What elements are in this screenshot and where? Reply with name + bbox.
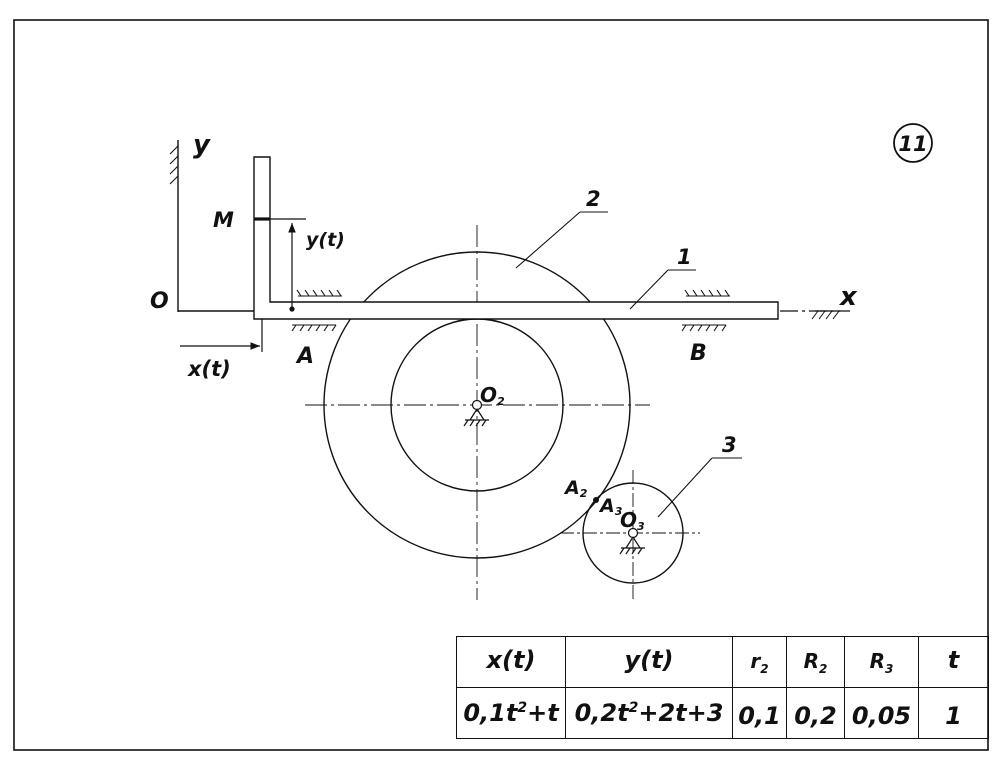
callout-1-label: 1: [677, 245, 692, 269]
point-m-label: M: [213, 208, 234, 232]
point-a-label: A: [295, 344, 314, 369]
point-b-label: B: [690, 341, 707, 366]
table-values-row: 0,1t2+t 0,2t2+2t+3 0,1 0,2 0,05 1: [456, 687, 989, 739]
gear-2-centerlines: [305, 225, 650, 600]
gear-2-outer-circle: [323, 251, 631, 559]
guide-a: [291, 289, 342, 332]
y-axis: [169, 140, 179, 312]
x-axis: [178, 310, 850, 320]
header-big-r2: R2: [786, 636, 845, 688]
y-axis-label: y: [193, 130, 211, 160]
data-table: x(t) y(t) r2 R2 R3 t 0,1t2+t 0,2t2+2t+3 …: [456, 636, 989, 739]
value-big-r2: 0,2: [786, 687, 845, 739]
point-a2-label: A2: [563, 477, 588, 500]
yt-dimension-label: y(t): [306, 229, 345, 251]
rack-reference-point: [289, 306, 295, 312]
pivot-o3: [619, 527, 645, 555]
xt-dimension-label: x(t): [187, 357, 231, 381]
point-a3-label: A3: [598, 495, 623, 518]
callout-3-leader: [657, 457, 742, 518]
callout-1-leader: [629, 269, 696, 310]
header-xt: x(t): [456, 636, 566, 688]
header-r2: r2: [732, 636, 787, 688]
origin-label: O: [150, 289, 169, 314]
guide-b: [681, 289, 730, 332]
problem-number: 11: [898, 132, 927, 156]
header-t: t: [918, 636, 989, 688]
problem-number-circle: [893, 123, 933, 163]
gear-3-circle: [582, 482, 684, 584]
sheet-frame: [13, 19, 989, 751]
x-axis-label: x: [838, 282, 858, 312]
header-yt: y(t): [565, 636, 733, 688]
point-o2-label: O2: [480, 383, 505, 408]
point-o3-label: O3: [620, 508, 645, 533]
callout-2-label: 2: [586, 187, 601, 211]
value-t: 1: [918, 687, 989, 739]
contact-point: [593, 497, 599, 503]
rack-1: [253, 156, 779, 320]
header-big-r3: R3: [844, 636, 919, 688]
value-yt: 0,2t2+2t+3: [565, 687, 733, 739]
callout-3-label: 3: [722, 433, 737, 457]
xt-dimension: [180, 319, 263, 352]
value-big-r3: 0,05: [844, 687, 919, 739]
table-header-row: x(t) y(t) r2 R2 R3 t: [456, 636, 989, 688]
yt-dimension: [270, 218, 306, 309]
value-r2: 0,1: [732, 687, 787, 739]
value-xt: 0,1t2+t: [456, 687, 566, 739]
callout-2-leader: [515, 211, 608, 269]
pivot-o2: [463, 399, 489, 427]
